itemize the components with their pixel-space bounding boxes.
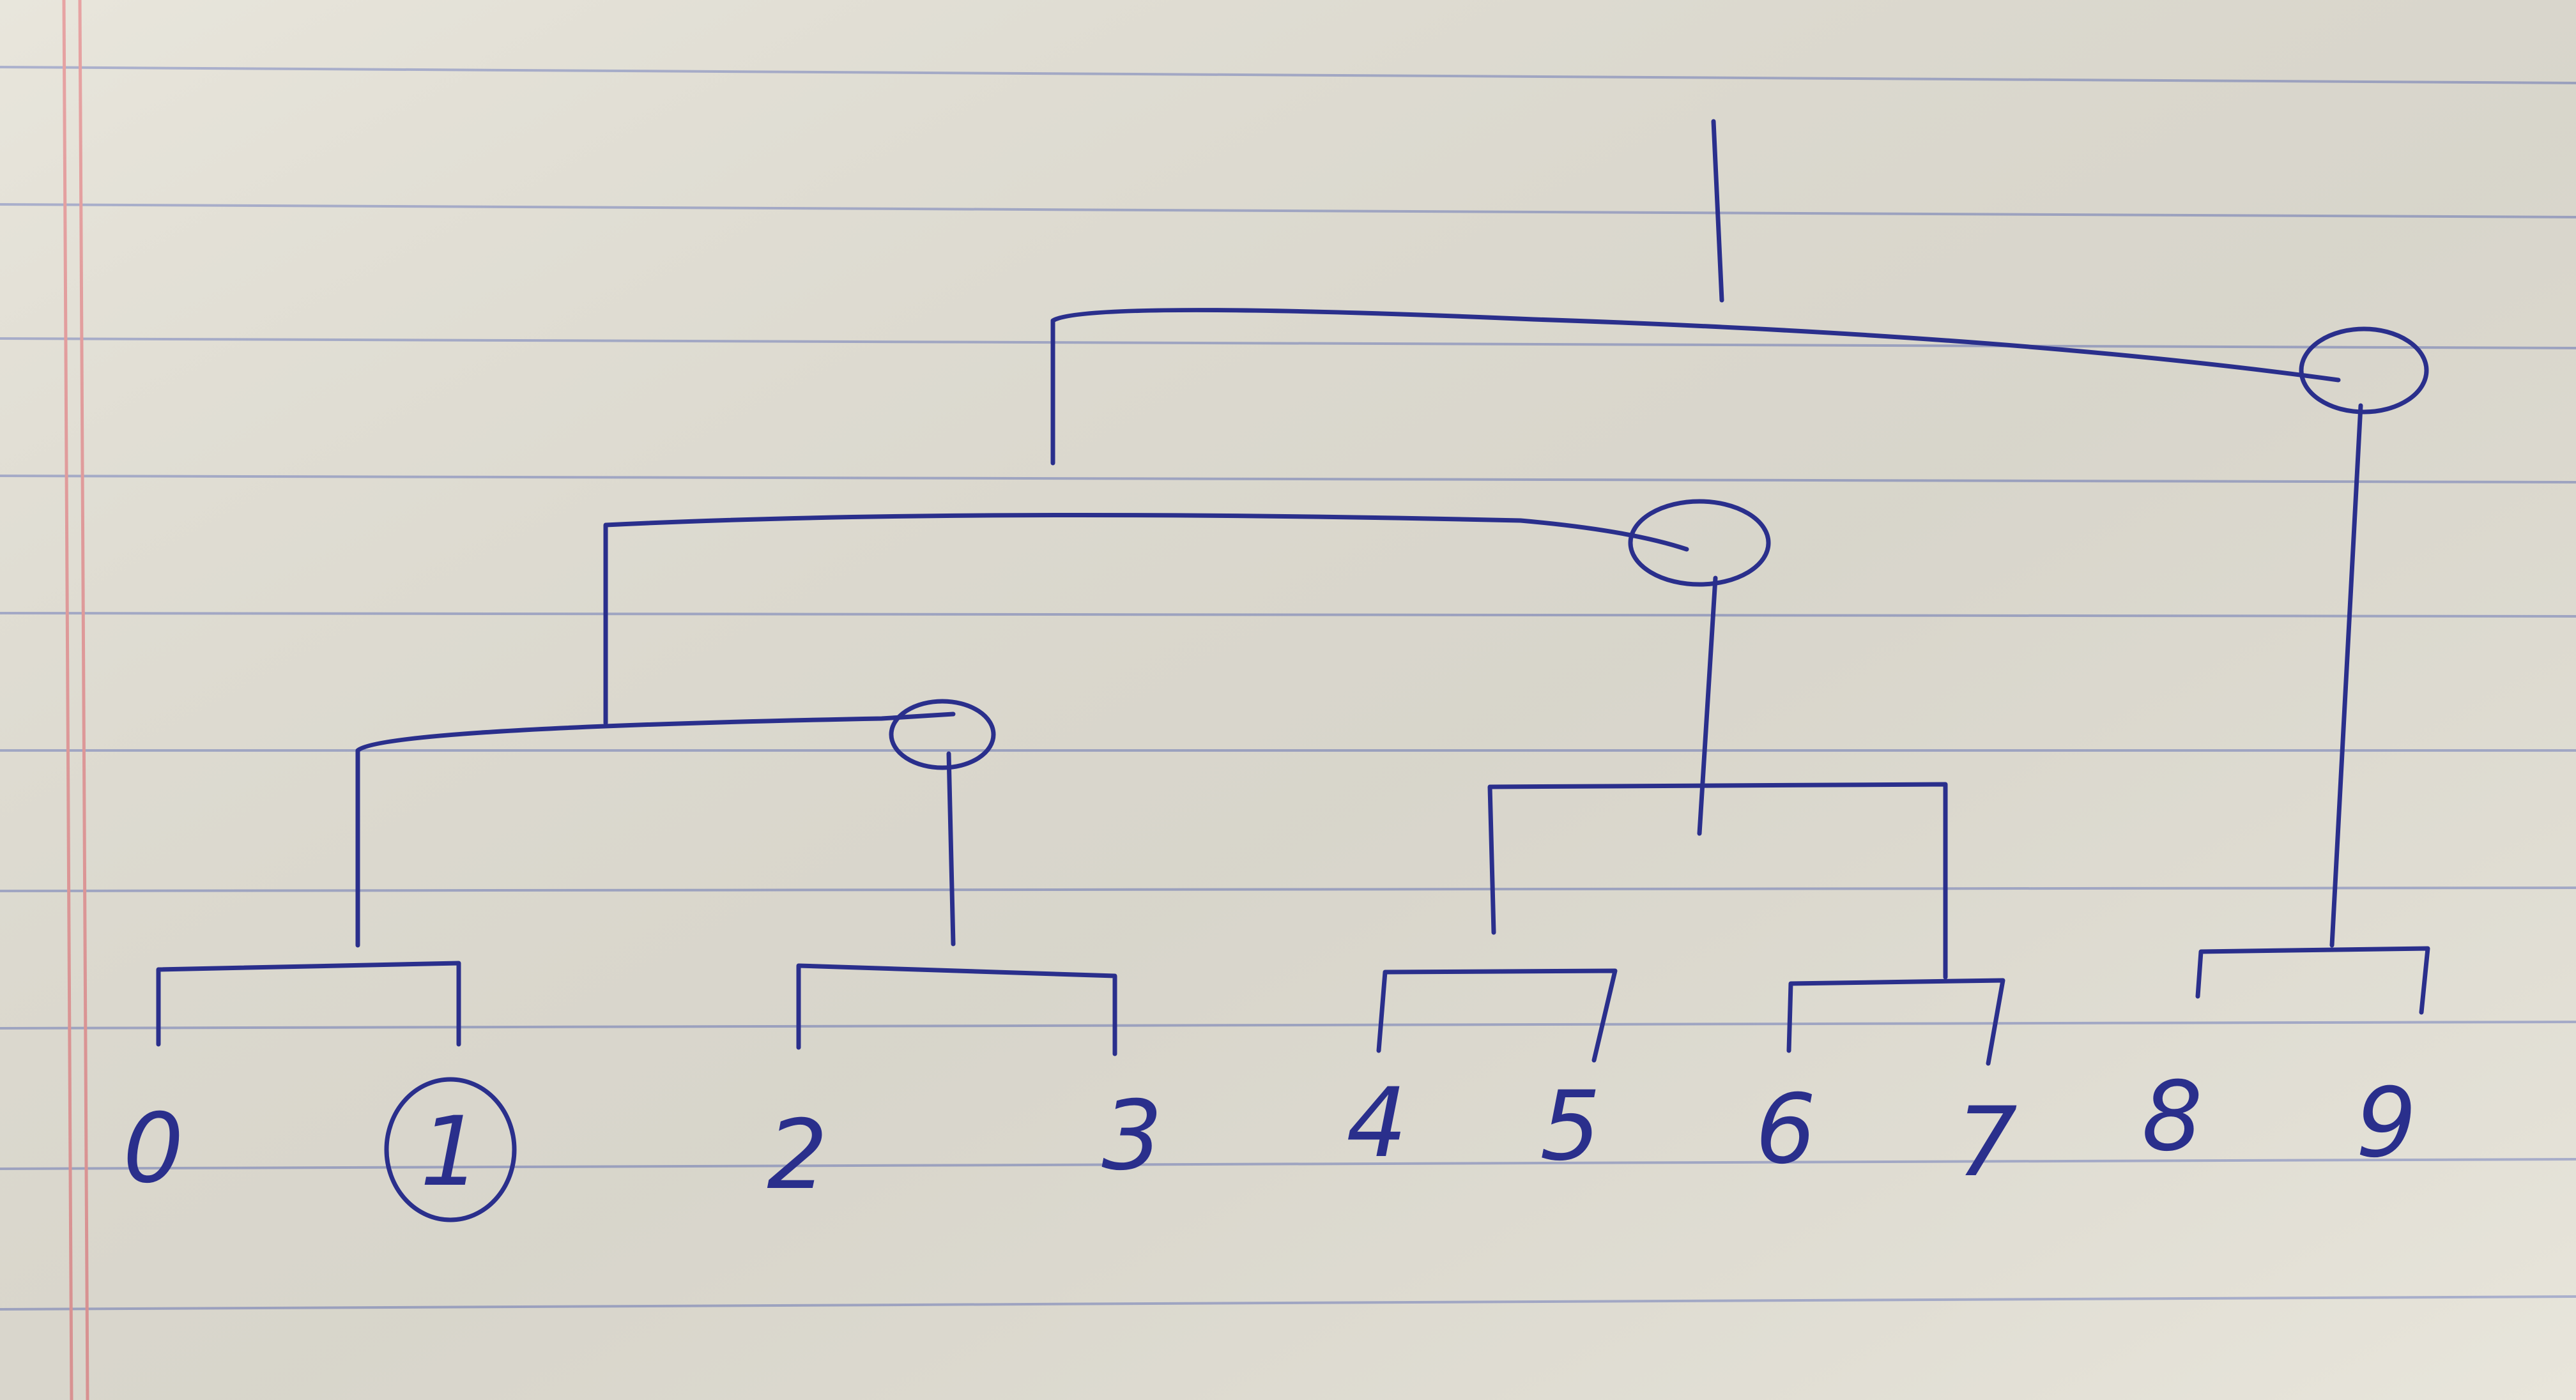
bracket-0-1 bbox=[156, 961, 461, 1047]
junction-circle-23 bbox=[889, 699, 996, 770]
junction-circle-4567 bbox=[1628, 499, 1771, 587]
leaf-label-1: 1 bbox=[420, 1097, 480, 1208]
leaf-labels: 0 1 2 3 4 5 6 7 8 9 bbox=[123, 1061, 2416, 1211]
leaf-circle-1 bbox=[384, 1077, 517, 1222]
bracket-6-7 bbox=[1786, 978, 2005, 1066]
junction-circle-89 bbox=[2299, 326, 2429, 415]
leaf-label-7: 7 bbox=[1956, 1087, 2017, 1198]
merge-45-67 bbox=[1487, 782, 1948, 980]
leaf-label-9: 9 bbox=[2356, 1068, 2416, 1179]
dendrogram bbox=[156, 119, 2430, 1066]
leaf-label-4: 4 bbox=[1346, 1068, 1407, 1179]
bracket-4-5 bbox=[1376, 968, 1618, 1063]
bracket-8-9 bbox=[2195, 946, 2430, 1015]
stem-23 bbox=[946, 751, 956, 947]
bracket-2-3 bbox=[796, 963, 1117, 1056]
leaf-label-3: 3 bbox=[1101, 1081, 1162, 1192]
leaf-label-0: 0 bbox=[123, 1093, 183, 1205]
merge-0123-4567 bbox=[603, 512, 1689, 726]
merge-01-23 bbox=[355, 711, 956, 948]
stem-89 bbox=[2329, 403, 2363, 948]
leaf-label-8: 8 bbox=[2142, 1061, 2202, 1173]
root-stem bbox=[1711, 119, 1724, 303]
leaf-label-5: 5 bbox=[1540, 1071, 1600, 1182]
leaf-highlights bbox=[384, 1077, 517, 1222]
leaf-label-6: 6 bbox=[1755, 1074, 1816, 1185]
merge-0to7-89 bbox=[1050, 308, 2341, 466]
stem-4567 bbox=[1697, 575, 1718, 836]
leaf-label-2: 2 bbox=[767, 1100, 827, 1211]
